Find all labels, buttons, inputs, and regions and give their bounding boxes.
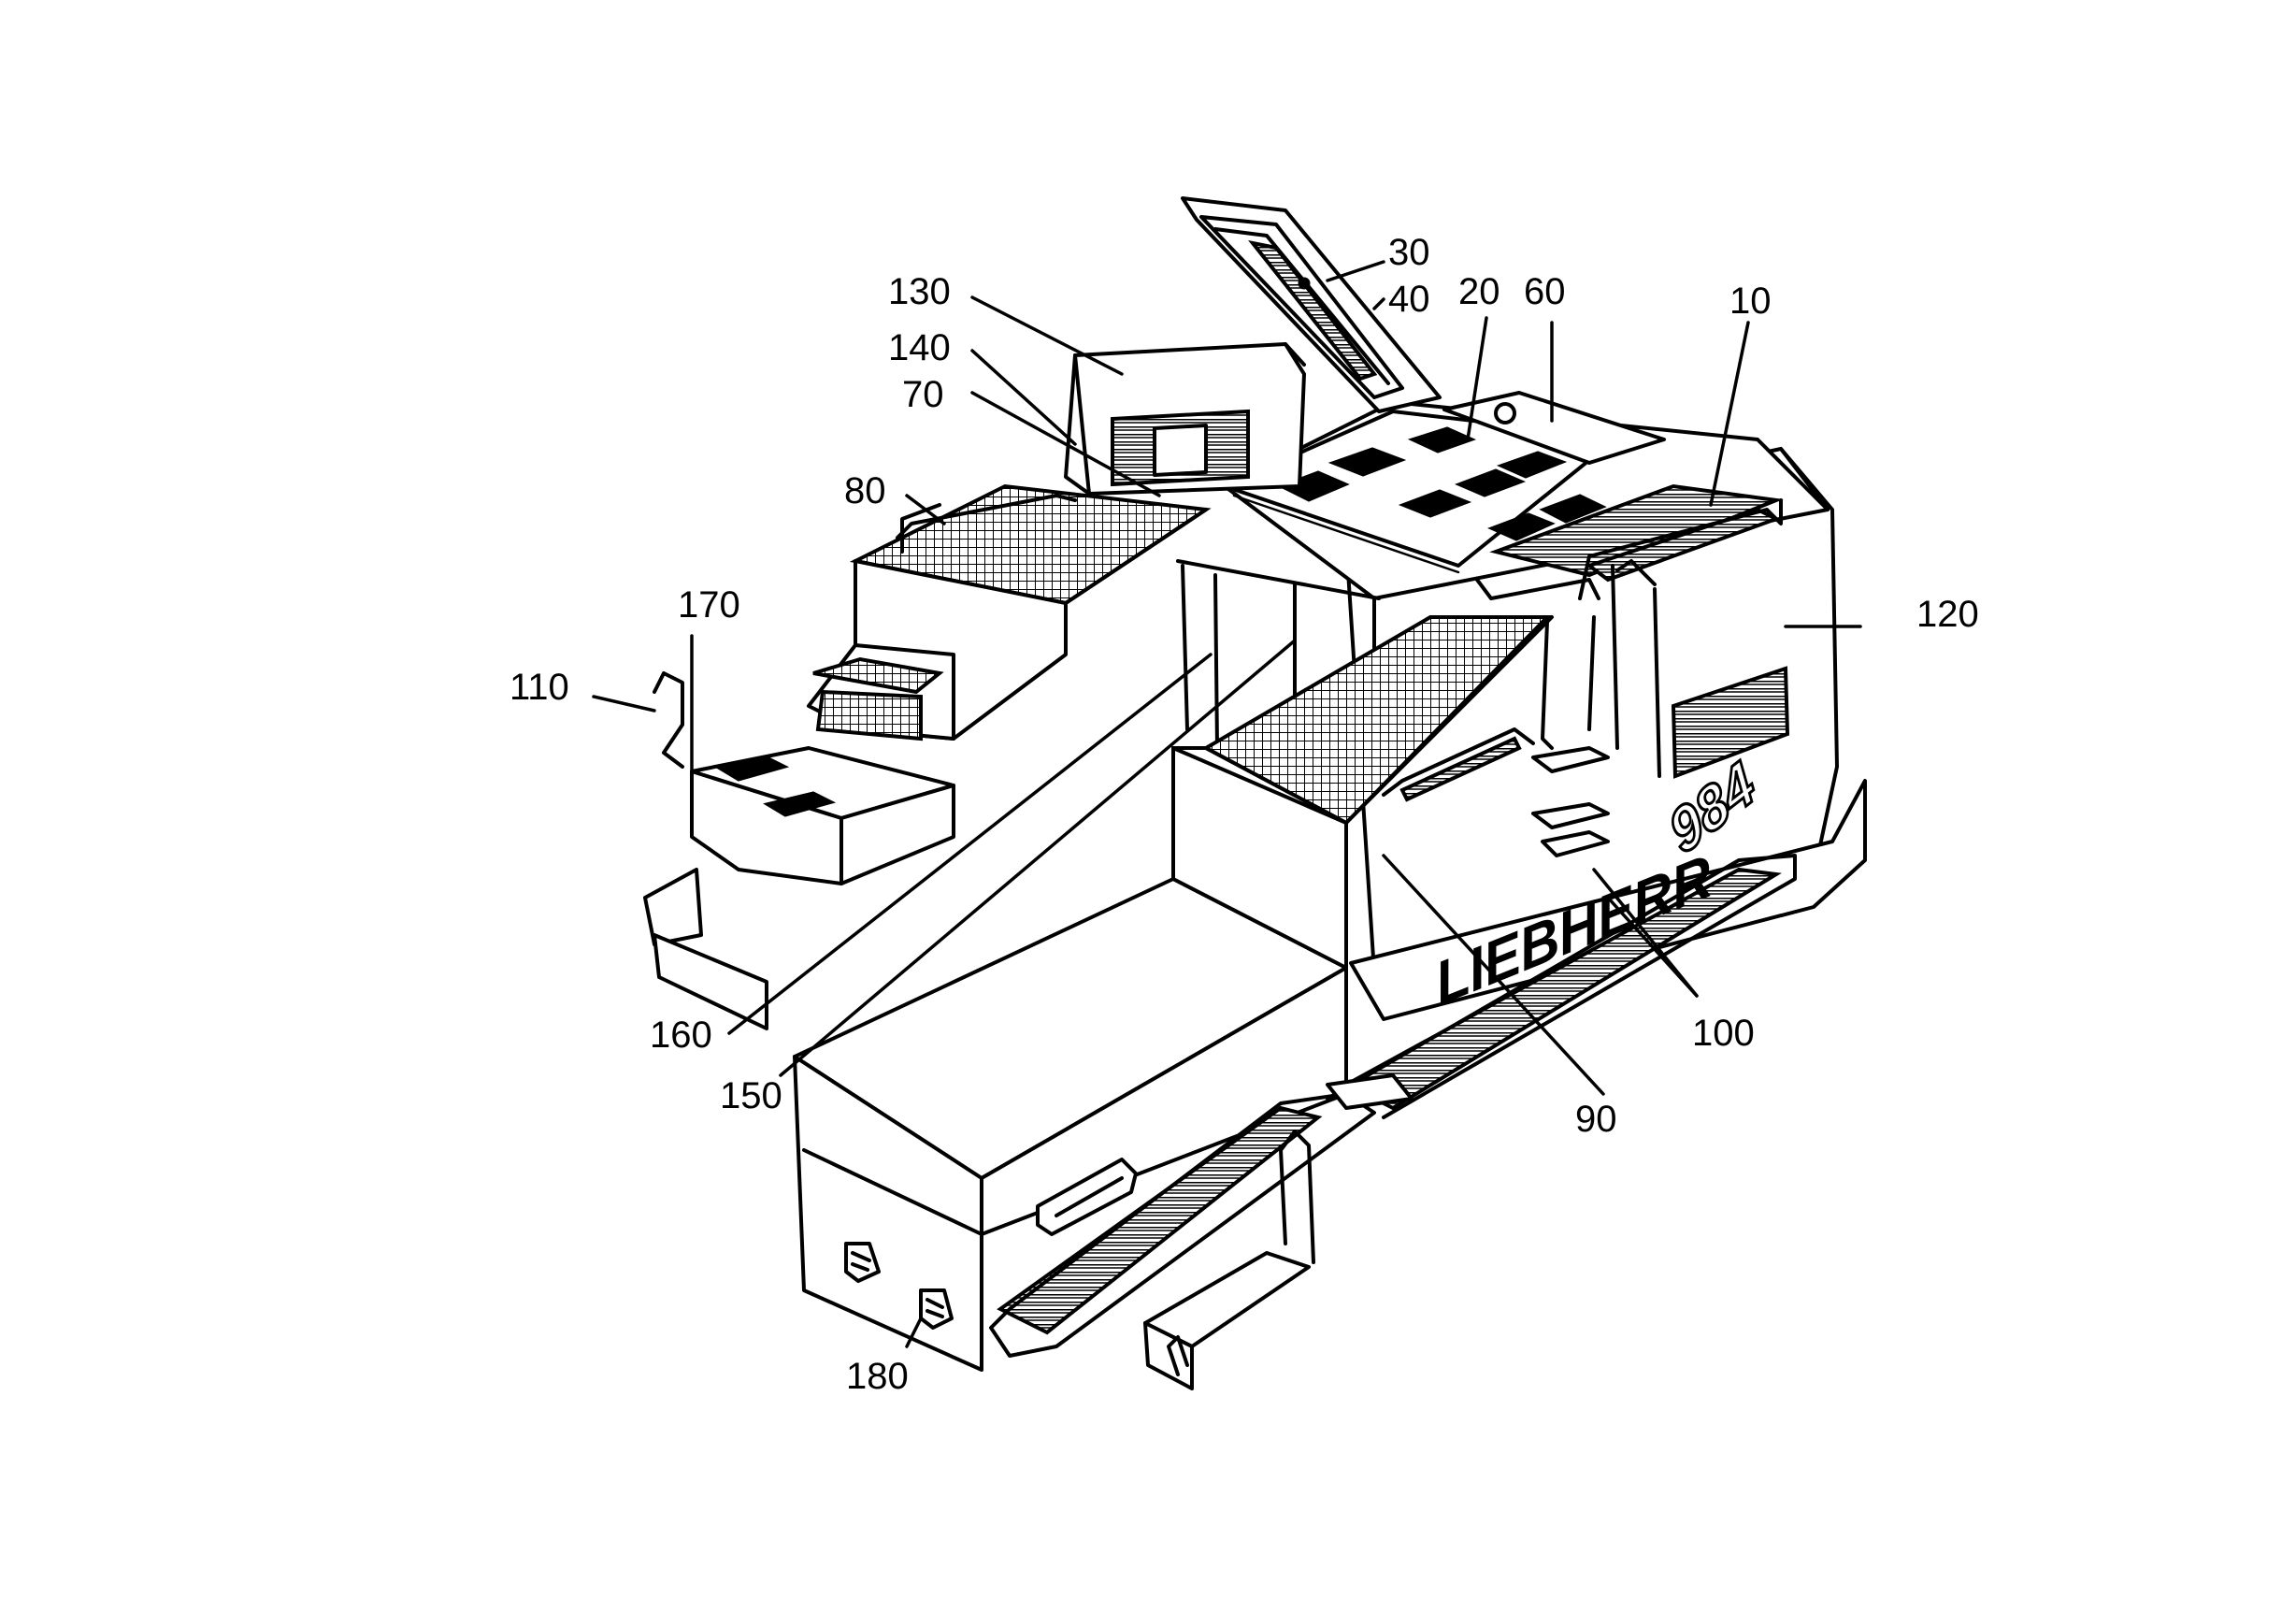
excavator-superstructure: LIEBHERR 984	[643, 196, 1867, 1390]
label-90: 90	[1575, 1099, 1617, 1140]
label-150: 150	[720, 1075, 782, 1116]
service-plate	[1442, 391, 1666, 465]
step-grab-rail	[1167, 1130, 1315, 1376]
support-posts	[1181, 564, 1376, 769]
roof-walkway-grating	[1489, 483, 1784, 578]
access-step	[1143, 1251, 1311, 1348]
label-20: 20	[1458, 271, 1500, 312]
walkway-handrail	[1382, 727, 1535, 797]
tail-light-right	[919, 1288, 954, 1330]
operator-cab	[1064, 342, 1306, 496]
label-30: 30	[1388, 232, 1430, 273]
open-roof-hatch	[1181, 196, 1442, 413]
label-60: 60	[1524, 271, 1566, 312]
label-180: 180	[846, 1356, 909, 1397]
label-120: 120	[1916, 594, 1979, 635]
roof-handrail	[1578, 498, 1783, 600]
label-160: 160	[650, 1015, 712, 1056]
label-10: 10	[1729, 281, 1772, 322]
label-80: 80	[844, 470, 886, 511]
step-grating	[812, 656, 944, 695]
label-100: 100	[1692, 1013, 1755, 1054]
label-130: 130	[888, 271, 951, 312]
label-110: 110	[509, 667, 569, 708]
reference-numerals: 30 40 20 60 10 130 140 70 80 170 110 120…	[509, 232, 1979, 1397]
side-vent-grille	[1671, 666, 1790, 779]
label-40: 40	[1388, 279, 1430, 320]
label-140: 140	[888, 327, 951, 368]
boarding-ladder	[1531, 559, 1661, 857]
label-170: 170	[678, 584, 740, 626]
hatch-vents	[1277, 426, 1607, 541]
front-grab-handle	[653, 671, 684, 769]
leader-lines	[592, 260, 1862, 1348]
label-70: 70	[902, 374, 944, 415]
deck-edge-rail	[896, 494, 1077, 540]
